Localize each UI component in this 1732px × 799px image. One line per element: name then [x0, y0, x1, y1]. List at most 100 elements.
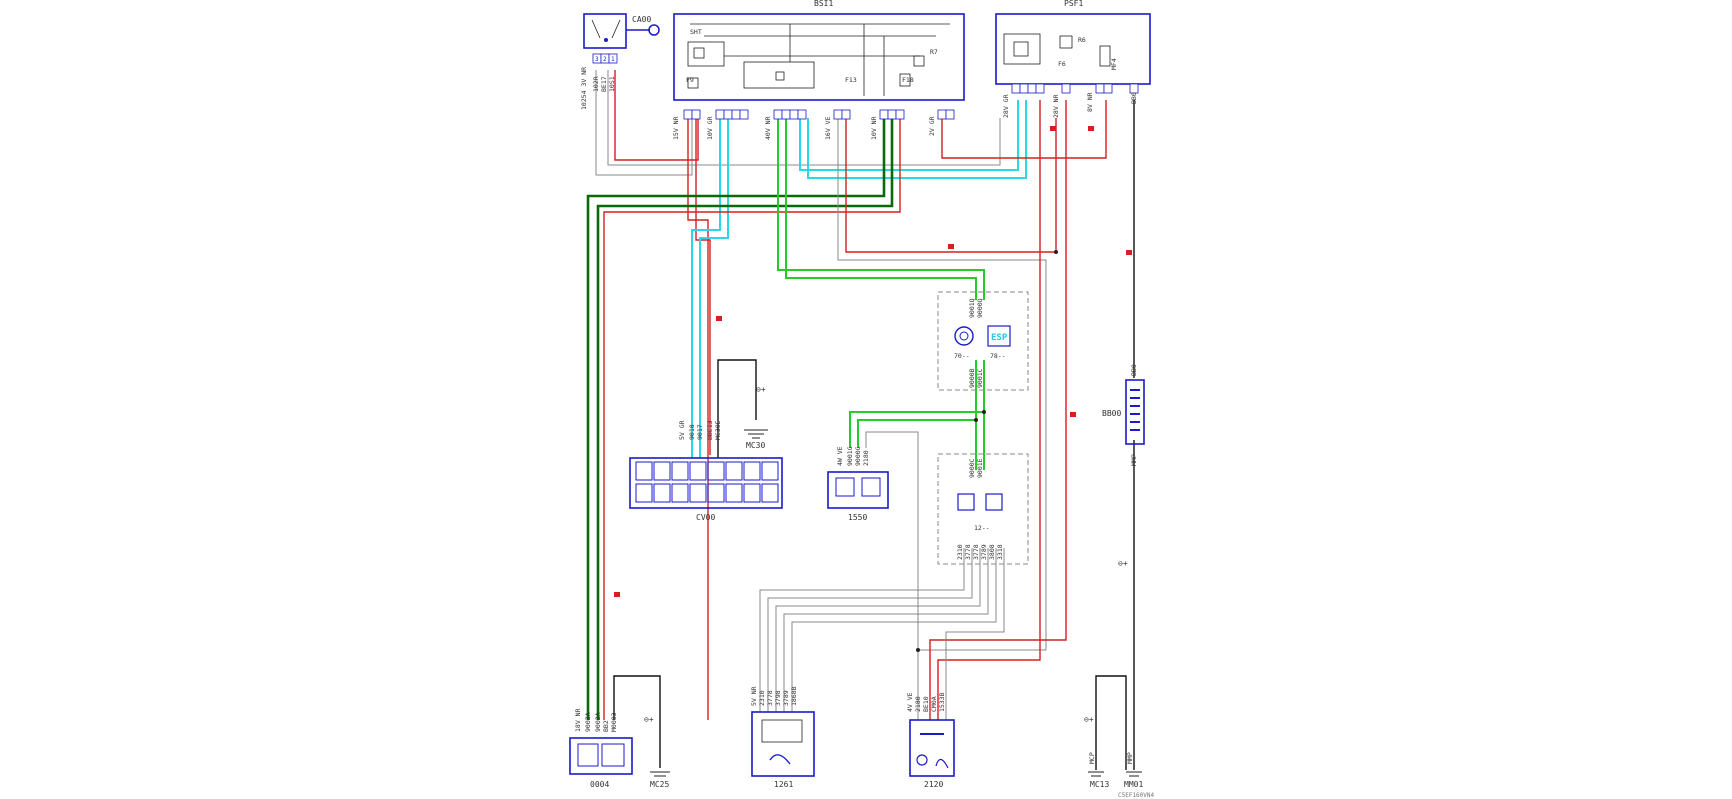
- wire-cm10: [937, 100, 1041, 720]
- bsi-conn-40vnr: 40V NR: [764, 116, 772, 140]
- wire-3789: [783, 548, 989, 712]
- psf1-label: PSF1: [1064, 0, 1083, 8]
- ground-mm01: MM01 ⊖+ MMP: [1118, 559, 1143, 789]
- bsi-conn-16vve: 16V VE: [824, 116, 832, 140]
- ca00-pin-1: 3: [595, 56, 599, 63]
- c0004-connector: 18V NR: [574, 708, 582, 732]
- cv00-connector: 5V GR: [678, 420, 686, 440]
- wire-9001: [785, 118, 977, 300]
- wire-2310: [759, 548, 965, 712]
- bsi-conn-2vgr: 2V GR: [928, 116, 936, 136]
- unit12-wire-top-1: 9000C: [968, 458, 976, 478]
- bb00-bottom: MMP: [1130, 454, 1138, 466]
- bsi-conn-10vgr: 10V GR: [706, 116, 714, 140]
- marker-2: [948, 244, 954, 249]
- marker-1: [716, 316, 722, 321]
- psf1-mf4: MF4: [1110, 58, 1118, 70]
- c0004-label: 0004: [590, 780, 609, 789]
- ground-mc30-label: MC30: [746, 441, 765, 450]
- bb00-top: BB0: [1130, 364, 1138, 376]
- c1550-wire-3: 2180: [862, 450, 870, 466]
- bsi1-f18: F18: [902, 76, 914, 84]
- unit12-wire-bot-1: 2310: [956, 544, 964, 560]
- abs-label-70: 70--: [954, 352, 970, 360]
- component-0004: 0004 18V NR 9002A 9002A BB2 M0003: [569, 708, 633, 789]
- wire-3798: [775, 548, 981, 712]
- unit12-wire-bot-3: 3778: [972, 544, 980, 560]
- wire-2180: [837, 118, 1047, 720]
- component-cv00: CV00 5V GR 9018 9017 BBE13 MC30E: [629, 420, 783, 522]
- abs-wire-top-2: 9000Q: [976, 298, 984, 318]
- ground-mc25: MC25 ⊖+: [644, 715, 670, 789]
- c2120-wire-1: 2180: [914, 696, 922, 712]
- ground-mc13-symbol: ⊖+: [1084, 715, 1094, 724]
- marker-6: [1070, 412, 1076, 417]
- ground-mc13-wire: MCP: [1088, 752, 1096, 764]
- ca00-label: CA00: [632, 15, 651, 24]
- ca00-wire-1: 102R: [592, 76, 600, 92]
- ground-mc13-label: MC13: [1090, 780, 1109, 789]
- component-psf1: PSF1 R6 F6 MF4 28V GR 28V NR 8V NR BB0: [995, 0, 1151, 118]
- component-1261: 1261 5V NR 2310 3778 3798 3789 1868B: [750, 686, 815, 789]
- ground-mm01-wire: MMP: [1126, 752, 1134, 764]
- cv00-wire-1: 9018: [688, 424, 696, 440]
- wire-9000: [777, 118, 985, 300]
- abs-wire-bot-1: 9000B: [968, 368, 976, 388]
- bb00-label: BB00: [1102, 409, 1121, 418]
- cv00-label: CV00: [696, 513, 715, 522]
- marker-7: [614, 592, 620, 597]
- unit12-wire-bot-4: 3789: [980, 544, 988, 560]
- wire-3778: [767, 548, 973, 712]
- wire-9001c: [857, 360, 977, 448]
- ground-mc25-label: MC25: [650, 780, 669, 789]
- abs-wire-top-1: 9001Q: [968, 298, 976, 318]
- wire-1550-2180: [865, 431, 919, 650]
- bsi1-sht: SHT: [690, 28, 702, 36]
- grounds: MC30 ⊖+ MC25 ⊖+ MC13 ⊖+ MCP MM01 ⊖+ MMP: [644, 385, 1143, 789]
- psf-conn-28vnr: 28V NR: [1052, 94, 1060, 118]
- cv00-wire-4: MC30E: [714, 420, 722, 440]
- c1261-wire-3: 3798: [774, 690, 782, 706]
- junctions: [916, 250, 1058, 652]
- c2120-label: 2120: [924, 780, 943, 789]
- component-abs-esp: ESP 70-- 78-- 9001Q 9000Q 9000B 9001C: [937, 291, 1029, 391]
- c0004-wire-3: BB2: [602, 720, 610, 732]
- bsi1-f9: F9: [686, 76, 694, 84]
- wire-9000b: [849, 360, 985, 448]
- ca00-wire-2: BE17: [600, 76, 608, 92]
- wire-bmf1: [941, 100, 1107, 159]
- ground-mm01-label: MM01: [1124, 780, 1143, 789]
- c0004-wire-1: 9002A: [584, 712, 592, 732]
- wire-ca00-a: [595, 70, 693, 176]
- c1261-wire-2: 3778: [766, 690, 774, 706]
- c1261-wire-4: 3789: [782, 690, 790, 706]
- c2120-wire-4: 1533B: [938, 692, 946, 712]
- psf-conn-8vnr: 8V NR: [1086, 92, 1094, 112]
- unit12-label: 12--: [974, 524, 990, 532]
- ground-mm01-symbol: ⊖+: [1118, 559, 1128, 568]
- wire-be13: [695, 118, 711, 455]
- bsi1-r7: R7: [930, 48, 938, 56]
- wire-9002b: [596, 118, 894, 720]
- c1550-wire-2: 9000G: [854, 446, 862, 466]
- wire-9018a: [807, 100, 1027, 179]
- ca00-connector: 10254 3V NR: [580, 67, 588, 110]
- ca00-wire-3: 10S1: [608, 76, 616, 92]
- wire-mc25: [613, 675, 661, 768]
- c0004-wire-2: 9002A: [594, 712, 602, 732]
- marker-5: [1126, 250, 1132, 255]
- ground-mc30-symbol: ⊖+: [756, 385, 766, 394]
- component-2120: 2120 4V VE 2180 BE10 CM0A 1533B: [906, 692, 955, 789]
- markers: [614, 126, 1132, 597]
- c1550-connector: 4W VE: [836, 446, 844, 466]
- c2120-connector: 4V VE: [906, 692, 914, 712]
- ground-mc25-symbol: ⊖+: [644, 715, 654, 724]
- wire-9002a: [586, 118, 886, 720]
- wire-9017a: [799, 100, 1019, 171]
- wires: [586, 70, 1135, 770]
- wire-3318: [945, 548, 1005, 720]
- psf1-f6: F6: [1058, 60, 1066, 68]
- unit12-wire-bot-6: 3318: [996, 544, 1004, 560]
- bsi1-label: BSI1: [814, 0, 833, 8]
- c1261-label: 1261: [774, 780, 793, 789]
